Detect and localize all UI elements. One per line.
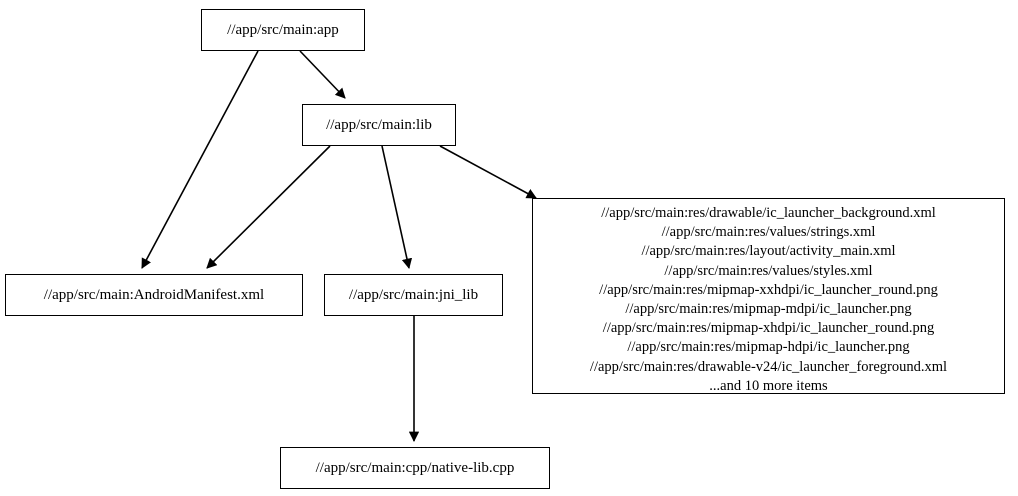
graph-node-res-line-9: ...and 10 more items bbox=[709, 377, 828, 394]
graph-node-res-line-5: //app/src/main:res/mipmap-mdpi/ic_launch… bbox=[625, 301, 912, 318]
graph-node-res-line-2: //app/src/main:res/layout/activity_main.… bbox=[641, 243, 896, 260]
graph-node-res-line-0: //app/src/main:res/drawable/ic_launcher_… bbox=[601, 205, 936, 221]
edge-app-to-manifest bbox=[141, 50, 259, 269]
graph-node-res-line-4: //app/src/main:res/mipmap-xxhdpi/ic_laun… bbox=[599, 281, 938, 298]
graph-node-android-manifest[interactable]: //app/src/main:AndroidManifest.xml bbox=[5, 274, 303, 316]
graph-node-res-line-3: //app/src/main:res/values/styles.xml bbox=[664, 262, 873, 279]
graph-node-res-line-8: //app/src/main:res/drawable-v24/ic_launc… bbox=[589, 358, 948, 375]
graph-node-res-line-7: //app/src/main:res/mipmap-hdpi/ic_launch… bbox=[627, 339, 910, 356]
edge-lib-to-jni-lib bbox=[381, 145, 413, 270]
graph-node-res-collection[interactable]: //app/src/main:res/drawable/ic_launcher_… bbox=[532, 198, 1005, 394]
graph-node-app[interactable]: //app/src/main:app bbox=[201, 9, 365, 51]
graph-node-jni-lib[interactable]: //app/src/main:jni_lib bbox=[324, 274, 503, 316]
edge-lib-to-manifest bbox=[206, 145, 331, 269]
edge-app-to-lib bbox=[299, 50, 346, 99]
graph-node-lib[interactable]: //app/src/main:lib bbox=[302, 104, 456, 146]
edge-lib-to-res bbox=[439, 145, 537, 199]
graph-node-res-line-1: //app/src/main:res/values/strings.xml bbox=[661, 224, 876, 241]
graph-node-native-lib-cpp[interactable]: //app/src/main:cpp/native-lib.cpp bbox=[280, 447, 550, 489]
graph-node-res-line-6: //app/src/main:res/mipmap-xhdpi/ic_launc… bbox=[602, 320, 935, 337]
